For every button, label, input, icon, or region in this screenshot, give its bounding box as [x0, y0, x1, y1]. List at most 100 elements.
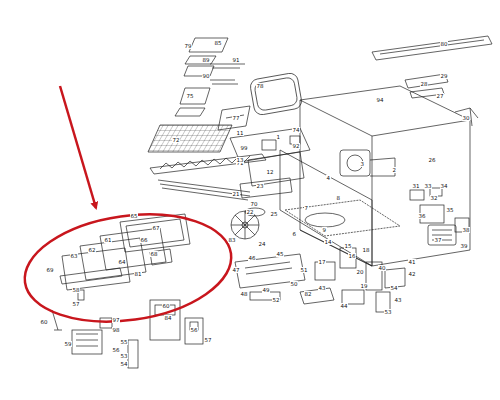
callout-number: 45	[276, 251, 284, 257]
callout-number: 84	[164, 315, 172, 321]
door-glass	[100, 228, 166, 270]
callout-number: 98	[112, 327, 120, 333]
callout-number: 99	[240, 145, 248, 151]
callout-number: 50	[290, 281, 298, 287]
callout-number: 6	[292, 231, 297, 237]
callout-number: 21	[232, 191, 240, 197]
callout-number: 94	[376, 97, 384, 103]
transformer	[428, 225, 456, 245]
bottom-plate	[235, 254, 305, 288]
callout-number: 63	[70, 253, 78, 259]
callout-number: 40	[378, 265, 386, 271]
callout-number: 97	[112, 317, 120, 323]
callout-number: 15	[344, 243, 352, 249]
callout-number: 60	[162, 303, 170, 309]
callout-number: 43	[318, 285, 326, 291]
callout-number: 56	[112, 347, 120, 353]
callout-number: 14	[324, 239, 332, 245]
callout-number: 37	[434, 237, 442, 243]
callout-number: 67	[152, 225, 160, 231]
callout-number: 47	[232, 267, 240, 273]
door-frame	[120, 214, 190, 252]
callout-number: 92	[292, 143, 300, 149]
callout-number: 51	[300, 267, 308, 273]
callout-number: 83	[228, 237, 236, 243]
callout-number: 28	[420, 81, 428, 87]
fan-motor	[340, 150, 370, 176]
callout-number: 39	[460, 243, 468, 249]
callout-number: 42	[408, 271, 416, 277]
callout-number: 59	[64, 341, 72, 347]
callout-number: 36	[418, 213, 426, 219]
callout-number: 2	[392, 167, 397, 173]
cabinet	[300, 86, 470, 266]
callout-number: 90	[202, 73, 210, 79]
callout-number: 70	[250, 201, 258, 207]
callout-number: 53	[384, 309, 392, 315]
callout-number: 23	[256, 183, 264, 189]
highlight-arrow	[60, 86, 96, 208]
keypad	[150, 300, 180, 340]
callout-number: 29	[440, 73, 448, 79]
callout-number: 55	[120, 339, 128, 345]
callout-number: 22	[246, 209, 254, 215]
callout-number: 79	[184, 43, 192, 49]
callout-number: 17	[318, 259, 326, 265]
callout-number: 43	[394, 297, 402, 303]
callout-number: 35	[446, 207, 454, 213]
callout-number: 58	[72, 287, 80, 293]
callout-number: 41	[408, 259, 416, 265]
callout-number: 30	[462, 115, 470, 121]
callout-number: 72	[172, 137, 180, 143]
callout-number: 20	[356, 269, 364, 275]
callout-number: 68	[150, 251, 158, 257]
callout-number: 77	[232, 115, 240, 121]
highlight-oval	[18, 202, 238, 334]
callout-number: 80	[440, 41, 448, 47]
callout-number: 9	[322, 227, 327, 233]
callout-number: 60	[40, 319, 48, 325]
callout-number: 24	[258, 241, 266, 247]
callout-number: 44	[340, 303, 348, 309]
callout-number: 38	[462, 227, 470, 233]
callout-number: 78	[256, 83, 264, 89]
callout-number: 64	[118, 259, 126, 265]
callout-number: 11	[236, 130, 244, 136]
callout-number: 75	[186, 93, 194, 99]
callout-number: 12	[266, 169, 274, 175]
callout-number: 54	[390, 285, 398, 291]
callout-number: 49	[262, 287, 270, 293]
callout-number: 32	[430, 195, 438, 201]
callout-number: 33	[424, 183, 432, 189]
callout-number: 34	[440, 183, 448, 189]
rack	[148, 125, 232, 152]
top-bar	[372, 36, 492, 60]
control-board	[72, 330, 102, 354]
tray	[249, 72, 303, 116]
callout-number: 48	[240, 291, 248, 297]
callout-number: 1	[276, 134, 281, 140]
callout-number: 19	[360, 283, 368, 289]
callout-number: 74	[292, 127, 300, 133]
callout-number: 82	[304, 291, 312, 297]
callout-number: 85	[214, 40, 222, 46]
callout-number: 65	[130, 213, 138, 219]
callout-number: 4	[326, 175, 331, 181]
callout-number: 18	[362, 247, 370, 253]
callout-number: 69	[46, 267, 54, 273]
callout-number: 52	[272, 297, 280, 303]
door-handle	[60, 268, 122, 284]
stirrer-fan	[231, 211, 259, 239]
callout-number: 7	[304, 205, 309, 211]
callout-number: 8	[336, 195, 341, 201]
callout-number: 61	[104, 237, 112, 243]
callout-number: 56	[190, 327, 198, 333]
callout-number: 57	[72, 301, 80, 307]
callout-number: 89	[202, 57, 210, 63]
callout-number: 46	[248, 255, 256, 261]
callout-number: 81	[134, 271, 142, 277]
callout-number: 16	[348, 253, 356, 259]
callout-number: 54	[120, 361, 128, 367]
grease-filter	[180, 88, 210, 104]
callout-number: 13	[236, 157, 244, 163]
